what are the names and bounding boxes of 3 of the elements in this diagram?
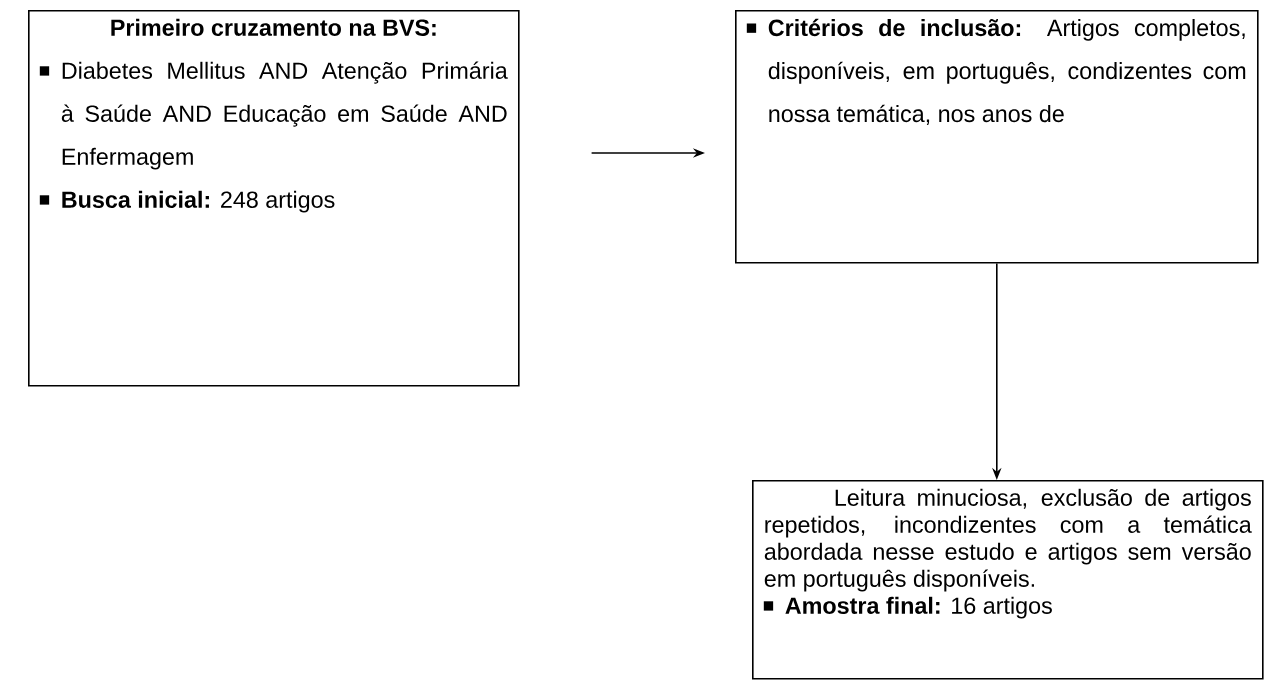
text-box: Leitura minuciosa, exclusão de artigos repetidos, incondizentes com a temática abordada nesse estudo e artigos sem versão em português disponíveis. Amostra final: 16 artigos bbox=[752, 480, 1264, 680]
text-box: Primeiro cruzamento na BVS: Diabetes Mellitus AND Atenção Primária à Saúde AND Educação em Saúde AND Enfermagem Busca inicial: 248 artigos bbox=[28, 10, 520, 387]
text-box: Critérios de inclusão: Artigos completos, disponíveis, em português, condizentes com nossa temática, nos anos de bbox=[735, 10, 1259, 264]
